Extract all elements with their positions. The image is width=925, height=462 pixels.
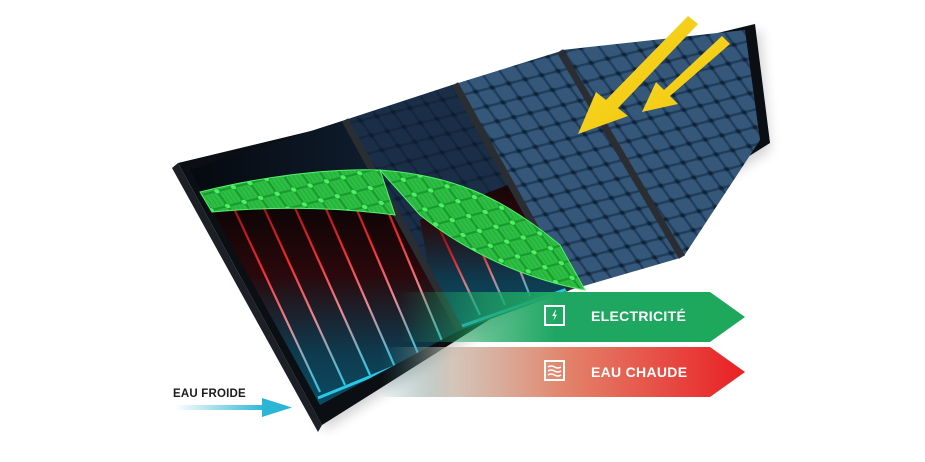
cold-water-label: EAU FROIDE [173, 388, 246, 400]
waves-icon [544, 360, 565, 381]
pv-overlay-right [378, 169, 586, 291]
electricity-arrow [400, 292, 745, 342]
hot-water-label: EAU CHAUDE [591, 364, 688, 380]
pv-panel-3 [455, 52, 680, 290]
cold-water-arrow [175, 398, 292, 417]
hot-water-arrow [380, 347, 745, 397]
pv-overlay-left [199, 169, 396, 216]
sun-arrows [578, 16, 730, 134]
pv-panel-4 [562, 30, 760, 256]
electricity-label: ELECTRICITÉ [591, 308, 687, 324]
lightning-icon [544, 305, 565, 326]
